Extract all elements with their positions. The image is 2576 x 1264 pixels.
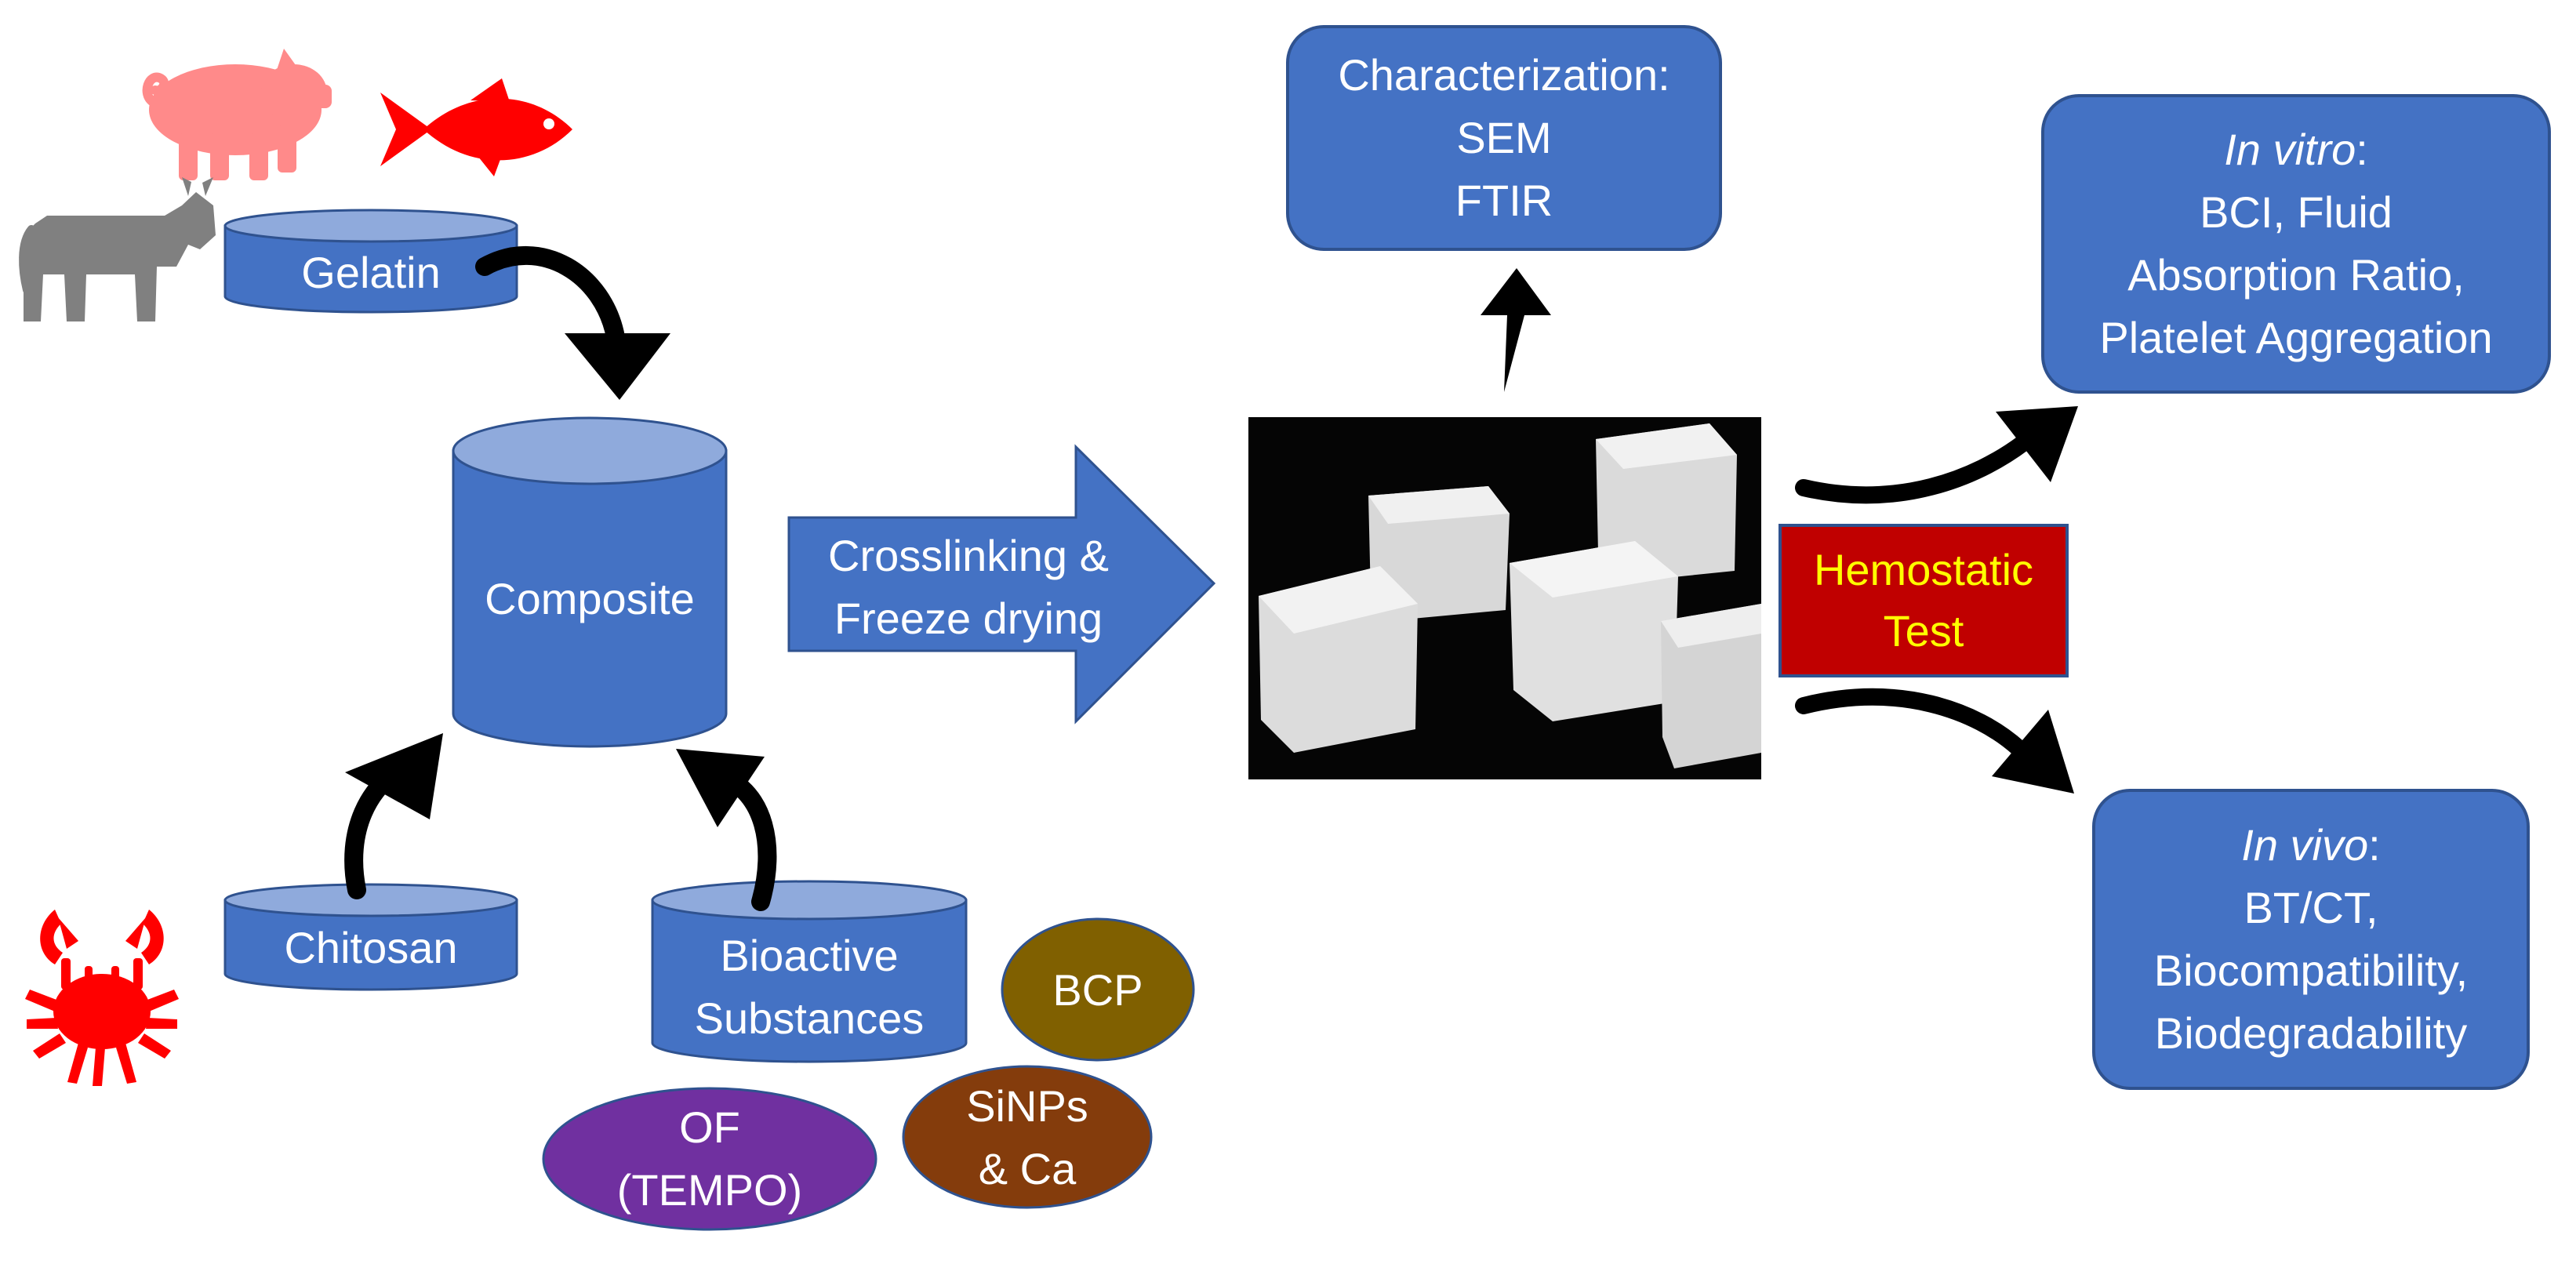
in-vivo-title: In vivo xyxy=(2241,820,2369,870)
process-label-line1: Crosslinking & xyxy=(828,531,1109,580)
in-vitro-line4: Platelet Aggregation xyxy=(2099,313,2493,362)
crab-icon xyxy=(25,910,179,1086)
gelatin-cylinder: Gelatin xyxy=(223,209,518,314)
to-in-vitro-arrow xyxy=(1795,406,2078,504)
composite-label: Composite xyxy=(485,574,695,623)
chitosan-to-composite-arrow xyxy=(344,733,443,899)
hemostatic-line1: Hemostatic xyxy=(1813,545,2034,594)
fish-icon xyxy=(380,78,572,176)
hemostatic-test-box: Hemostatic Test xyxy=(1778,524,2069,677)
process-arrow: Crosslinking & Freeze drying xyxy=(787,444,1216,725)
gelatin-to-composite-arrow xyxy=(475,245,670,400)
in-vitro-line3: Absorption Ratio, xyxy=(2127,250,2465,300)
in-vivo-colon: : xyxy=(2368,820,2381,870)
in-vitro-title-row: In vitro: xyxy=(2224,118,2368,181)
bcp-label: BCP xyxy=(1052,965,1143,1015)
bcp-oval: BCP xyxy=(1001,917,1195,1062)
in-vitro-line2: BCI, Fluid xyxy=(2200,187,2393,237)
bioactive-label-line1: Bioactive xyxy=(720,931,898,980)
characterization-title: Characterization: xyxy=(1338,50,1670,100)
chitosan-label: Chitosan xyxy=(284,923,457,972)
characterization-ftir: FTIR xyxy=(1455,176,1553,225)
in-vitro-box: In vitro: BCI, Fluid Absorption Ratio, P… xyxy=(2041,94,2551,394)
in-vivo-line3: Biocompatibility, xyxy=(2153,946,2469,995)
of-label-line2: (TEMPO) xyxy=(617,1165,802,1215)
sponge-photo xyxy=(1248,417,1761,779)
bioactive-to-composite-arrow xyxy=(676,749,777,911)
in-vitro-title: In vitro xyxy=(2224,125,2356,174)
sinps-label-line1: SiNPs xyxy=(966,1081,1088,1131)
gelatin-label: Gelatin xyxy=(301,248,440,297)
in-vivo-box: In vivo: BT/CT, Biocompatibility, Biodeg… xyxy=(2092,789,2530,1090)
characterization-sem: SEM xyxy=(1456,113,1552,162)
hemostatic-line2: Test xyxy=(1883,606,1964,656)
pig-icon xyxy=(142,49,332,180)
process-label-line2: Freeze drying xyxy=(834,594,1103,643)
to-in-vivo-arrow xyxy=(1795,688,2074,794)
chitosan-cylinder: Chitosan xyxy=(223,883,518,991)
up-arrow xyxy=(1481,268,1551,392)
composite-cylinder: Composite xyxy=(452,416,728,748)
bioactive-cylinder: Bioactive Substances xyxy=(651,880,968,1063)
in-vitro-colon: : xyxy=(2356,125,2368,174)
bioactive-label-line2: Substances xyxy=(695,993,925,1043)
cow-icon xyxy=(19,177,216,321)
in-vivo-title-row: In vivo: xyxy=(2241,814,2380,877)
characterization-box: Characterization: SEM FTIR xyxy=(1286,25,1722,251)
sinps-label-line2: & Ca xyxy=(979,1144,1077,1193)
of-oval: OF (TEMPO) xyxy=(542,1087,877,1231)
of-label-line1: OF xyxy=(679,1102,740,1152)
in-vivo-line4: Biodegradability xyxy=(2154,1008,2468,1058)
sinps-oval: SiNPs & Ca xyxy=(902,1065,1153,1209)
in-vivo-line2: BT/CT, xyxy=(2244,883,2378,932)
